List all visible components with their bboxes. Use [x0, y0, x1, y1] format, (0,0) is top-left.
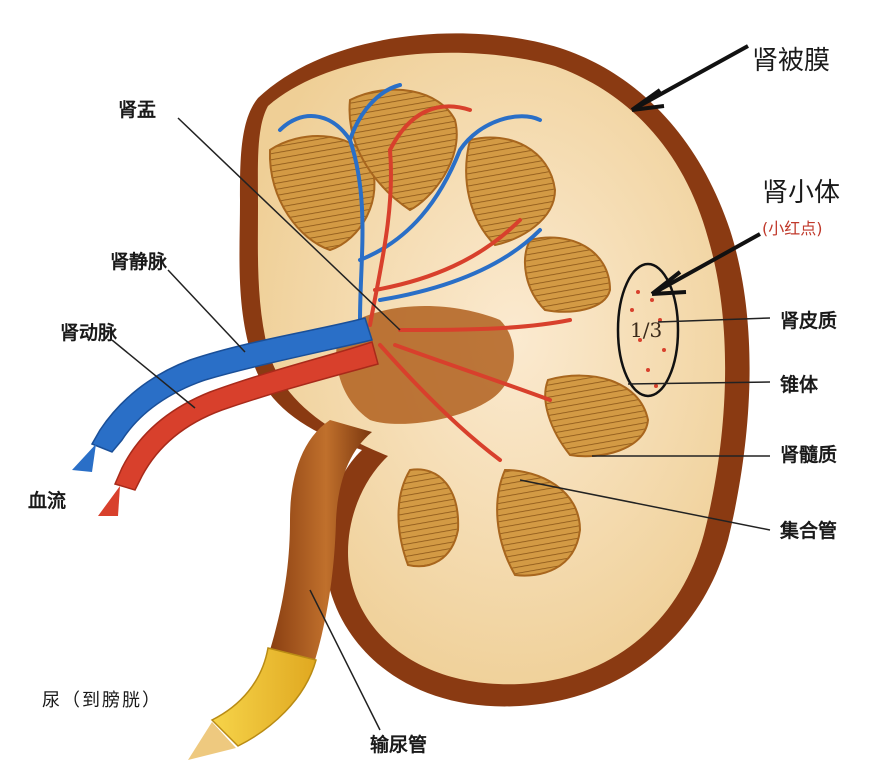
label-corpuscle-note: (小红点): [762, 215, 823, 239]
ureter-end: [212, 648, 316, 746]
label-corpuscle: 肾小体: [762, 172, 840, 209]
capsule-arrow: [632, 46, 748, 110]
label-medulla: 肾髓质: [780, 440, 837, 467]
label-ureter: 输尿管: [370, 730, 427, 757]
label-pyramid: 锥体: [780, 370, 818, 397]
label-urine: 尿（到膀胱）: [42, 686, 162, 712]
vein-arrow: [72, 444, 96, 472]
label-renal-pelvis: 肾盂: [118, 95, 156, 122]
label-capsule: 肾被膜: [752, 40, 830, 77]
label-blood-flow: 血流: [28, 486, 66, 513]
cortex-fraction-label: 1/3: [630, 318, 662, 342]
label-collecting-duct: 集合管: [780, 516, 837, 543]
label-renal-vein: 肾静脉: [110, 247, 167, 274]
artery-arrow: [98, 486, 120, 516]
label-cortex: 肾皮质: [780, 306, 837, 333]
label-renal-artery: 肾动脉: [60, 318, 117, 345]
